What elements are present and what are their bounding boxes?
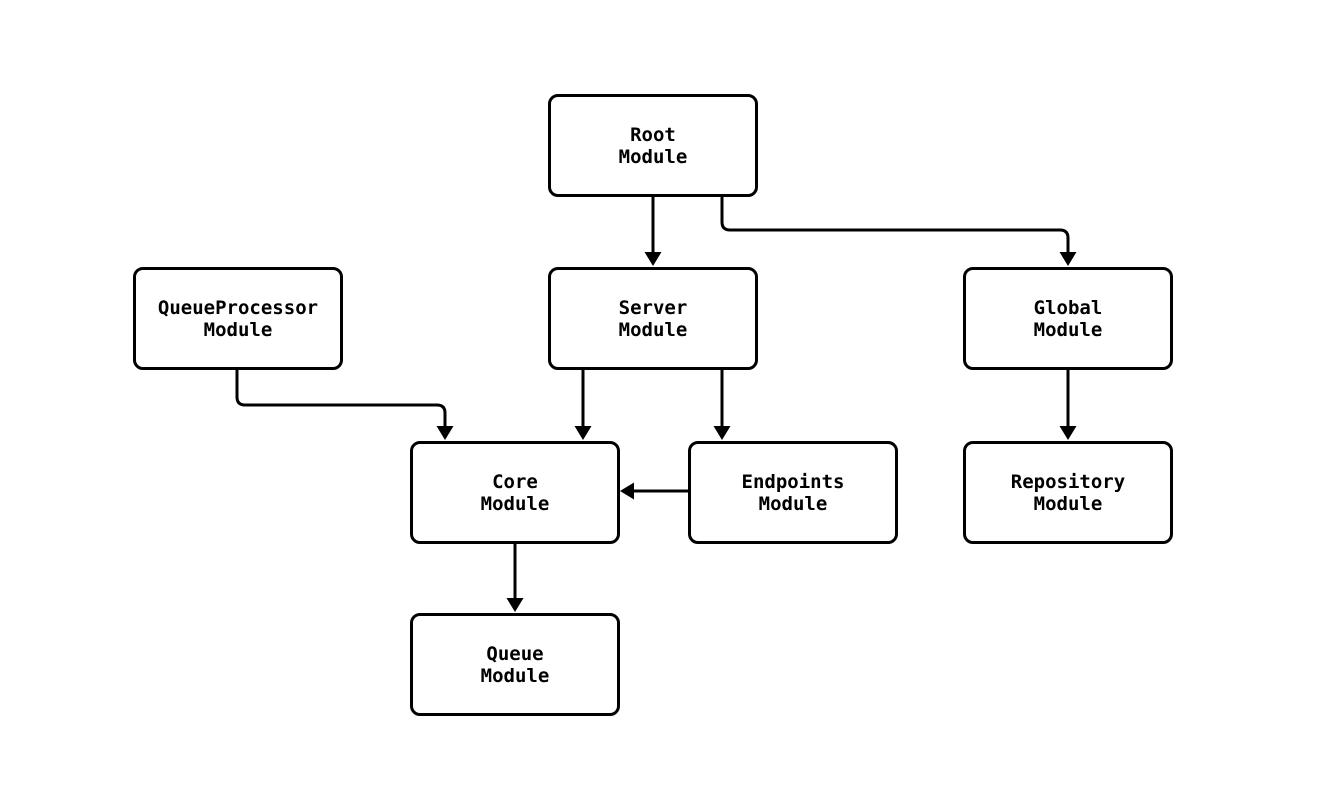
node-queueprocessor-module-line2: Module [203, 318, 273, 341]
edge-root-to-server [644, 197, 662, 266]
node-core-module-line1: Core [492, 470, 538, 493]
node-root-module-line1: Root [630, 123, 676, 146]
edge-endpoints-to-core [620, 482, 688, 500]
node-queue-module[interactable]: Queue Module [410, 613, 620, 716]
node-queueprocessor-module-line1: QueueProcessor [157, 296, 319, 319]
node-queueprocessor-module[interactable]: QueueProcessor Module [133, 267, 343, 370]
edge-core-to-queue [506, 543, 524, 612]
node-global-module[interactable]: Global Module [963, 267, 1173, 370]
node-root-module-line2: Module [618, 145, 688, 168]
node-queue-module-line1: Queue [486, 642, 544, 665]
node-repository-module[interactable]: Repository Module [963, 441, 1173, 544]
node-endpoints-module-line1: Endpoints [741, 470, 845, 493]
node-repository-module-line2: Module [1033, 492, 1103, 515]
node-root-module[interactable]: Root Module [548, 94, 758, 197]
edge-global-to-repository [1059, 370, 1077, 440]
node-endpoints-module[interactable]: Endpoints Module [688, 441, 898, 544]
edge-queueprocessor-to-core [235, 370, 454, 440]
edge-server-to-core [574, 370, 592, 440]
node-server-module-line1: Server [618, 296, 688, 319]
node-endpoints-module-line2: Module [758, 492, 828, 515]
node-core-module-line2: Module [480, 492, 550, 515]
node-global-module-line2: Module [1033, 318, 1103, 341]
node-server-module-line2: Module [618, 318, 688, 341]
node-server-module[interactable]: Server Module [548, 267, 758, 370]
node-queue-module-line2: Module [480, 664, 550, 687]
node-global-module-line1: Global [1033, 296, 1103, 319]
node-core-module[interactable]: Core Module [410, 441, 620, 544]
edge-root-to-global [720, 197, 1077, 266]
edge-server-to-endpoints [713, 370, 731, 440]
node-repository-module-line1: Repository [1010, 470, 1126, 493]
